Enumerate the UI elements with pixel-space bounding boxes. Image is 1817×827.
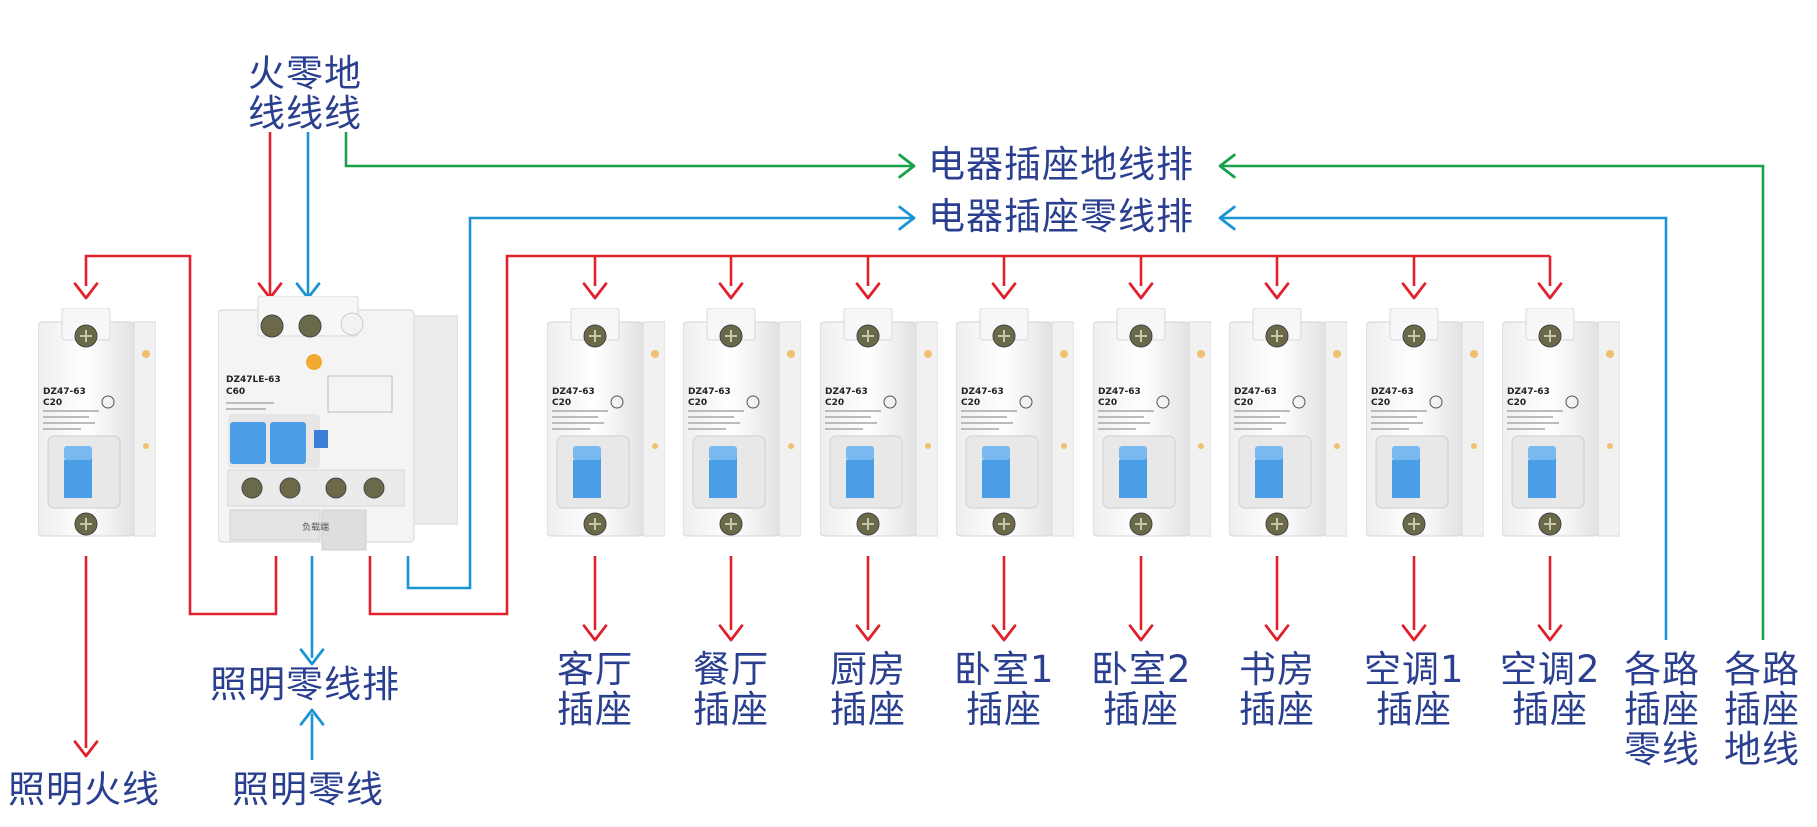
lighting-live-feed-wire xyxy=(84,254,278,616)
circuit-feed-arrow xyxy=(1401,282,1427,300)
circuit-label-line2: 插座 xyxy=(1103,688,1179,731)
circuit-label-line2: 插座 xyxy=(1239,688,1315,731)
neutral-bar-label: 电器插座零线排 xyxy=(928,195,1194,238)
lighting-neutral-in-arrow xyxy=(299,708,325,726)
neutral-bar-right-arrow xyxy=(898,205,916,231)
earth-bar-label: 电器插座地线排 xyxy=(928,143,1194,186)
rcbo-model-text: DZ47LE-63 xyxy=(226,375,281,385)
breaker-rating-text: C20 xyxy=(825,398,844,408)
light-neutral-label: 照明零线 xyxy=(232,768,384,811)
circuit-label-line2: 插座 xyxy=(1512,688,1588,731)
circuit-label-line2: 插座 xyxy=(557,688,633,731)
circuit-label-line1: 空调2 xyxy=(1500,648,1601,691)
rcbo-breaker[interactable]: DZ47LE-63 C60 负载端 xyxy=(218,296,458,554)
circuit-feed-arrow xyxy=(1537,282,1563,300)
breaker-rating-text: C20 xyxy=(1371,398,1390,408)
circuit-label-line1: 餐厅 xyxy=(693,648,769,691)
circuit-breaker-6[interactable]: DZ47-63 C20 xyxy=(1229,308,1347,550)
breaker-rating-text: C20 xyxy=(1234,398,1253,408)
light-neutral-bar-label: 照明零线排 xyxy=(210,663,400,706)
circuit-breaker-5[interactable]: DZ47-63 C20 xyxy=(1093,308,1211,550)
breaker-model-text: DZ47-63 xyxy=(552,387,595,397)
circuit-out-arrow xyxy=(855,624,881,642)
lighting-breaker[interactable]: DZ47-63 C20 xyxy=(38,308,156,550)
lighting-neutral-out-arrow xyxy=(299,648,325,666)
circuit-out-arrow xyxy=(1401,624,1427,642)
breaker-model-text: DZ47-63 xyxy=(1098,387,1141,397)
circuit-feed-arrow xyxy=(855,282,881,300)
circuit-label-line1: 厨房 xyxy=(830,648,906,691)
socket-earth-wire xyxy=(1222,164,1765,640)
circuit-breaker-3[interactable]: DZ47-63 C20 xyxy=(820,308,938,550)
circuit-label-line2: 插座 xyxy=(966,688,1042,731)
wires-layer xyxy=(73,132,1765,760)
circuit-breaker-8[interactable]: DZ47-63 C20 xyxy=(1502,308,1620,550)
breaker-model-text: DZ47-63 xyxy=(1371,387,1414,397)
circuit-label-line2: 插座 xyxy=(830,688,906,731)
circuit-out-arrow xyxy=(1264,624,1290,642)
circuit-out-arrow xyxy=(718,624,744,642)
breaker-rating-text: C20 xyxy=(1507,398,1526,408)
circuit-feed-arrow xyxy=(1128,282,1154,300)
circuit-label: 厨房插座 xyxy=(818,650,918,730)
breaker-rating-text: C20 xyxy=(961,398,980,408)
breaker-model-text: DZ47-63 xyxy=(1507,387,1550,397)
circuit-out-arrow xyxy=(582,624,608,642)
circuit-feed-arrow xyxy=(718,282,744,300)
earth-bar-left-arrow xyxy=(1218,153,1236,179)
neutral-bar-left-arrow xyxy=(1218,205,1236,231)
breaker-model-text: DZ47-63 xyxy=(961,387,1004,397)
rcbo-load-tag: 负载端 xyxy=(302,521,329,533)
breaker-model-text: DZ47-63 xyxy=(1234,387,1277,397)
lighting-live-out-arrow xyxy=(73,740,99,758)
breaker-model-text: DZ47-63 xyxy=(688,387,731,397)
incoming-earth-wire xyxy=(344,132,912,168)
circuit-feed-arrow xyxy=(991,282,1017,300)
circuit-label: 餐厅插座 xyxy=(681,650,781,730)
breaker-rating-text: C20 xyxy=(43,398,62,408)
socket-neutral-label: 各路 插座 零线 xyxy=(1624,648,1700,771)
lighting-live-feed-arrow xyxy=(73,282,99,300)
circuit-breaker-7[interactable]: DZ47-63 C20 xyxy=(1366,308,1484,550)
circuit-label-line1: 卧室2 xyxy=(1091,648,1192,691)
breaker-rating-text: C20 xyxy=(688,398,707,408)
light-live-label: 照明火线 xyxy=(8,768,160,811)
source-label-bottom: 线线线 xyxy=(248,92,362,135)
breaker-model-text: DZ47-63 xyxy=(825,387,868,397)
socket-earth-label: 各路 插座 地线 xyxy=(1724,648,1800,771)
circuit-label-line2: 插座 xyxy=(693,688,769,731)
circuit-feed-arrow xyxy=(1264,282,1290,300)
circuit-label-line1: 客厅 xyxy=(557,648,633,691)
socket-neutral-wire xyxy=(1222,216,1668,640)
circuit-label-line2: 插座 xyxy=(1376,688,1452,731)
circuit-label: 客厅插座 xyxy=(545,650,645,730)
circuit-breaker-1[interactable]: DZ47-63 C20 xyxy=(547,308,665,550)
source-label-top: 火零地 xyxy=(248,52,362,95)
breaker-rating-text: C20 xyxy=(552,398,571,408)
circuit-out-arrow xyxy=(1537,624,1563,642)
rcbo-neutral-out-wire xyxy=(406,216,912,590)
circuit-label-line1: 空调1 xyxy=(1364,648,1465,691)
rcbo-rating-text: C60 xyxy=(226,387,245,397)
circuit-label: 书房插座 xyxy=(1227,650,1327,730)
circuit-label-line1: 卧室1 xyxy=(954,648,1055,691)
circuit-out-arrow xyxy=(1128,624,1154,642)
rcbo-live-bus-wire xyxy=(368,254,1550,616)
circuit-out-arrow xyxy=(991,624,1017,642)
circuit-feed-arrow xyxy=(582,282,608,300)
earth-bar-right-arrow xyxy=(898,153,916,179)
circuit-label-line1: 书房 xyxy=(1239,648,1315,691)
circuit-breaker-2[interactable]: DZ47-63 C20 xyxy=(683,308,801,550)
circuit-breaker-4[interactable]: DZ47-63 C20 xyxy=(956,308,1074,550)
breaker-rating-text: C20 xyxy=(1098,398,1117,408)
breaker-model-text: DZ47-63 xyxy=(43,387,86,397)
